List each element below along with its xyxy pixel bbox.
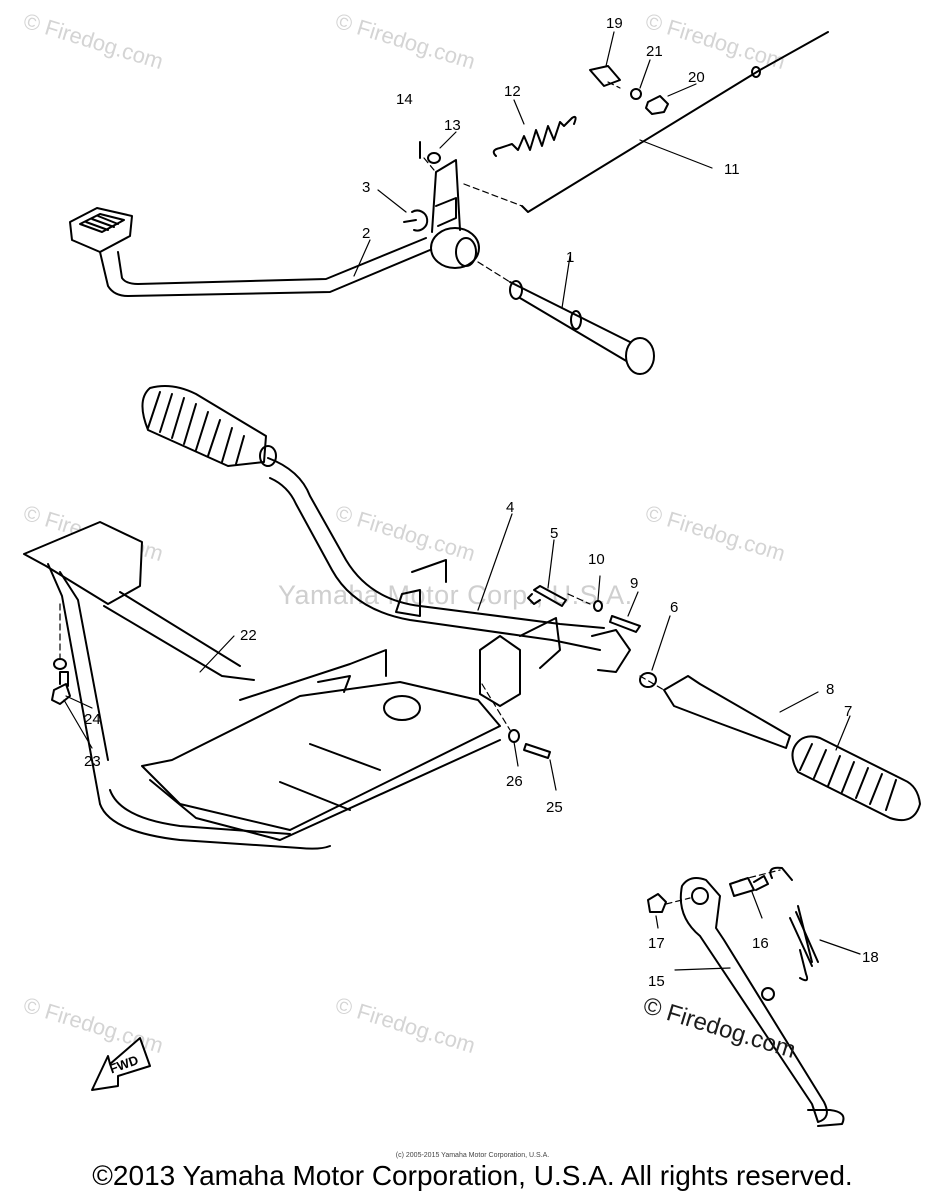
engine-guard	[23, 521, 501, 850]
e-clip	[403, 209, 429, 232]
brake-pedal-arm	[69, 159, 480, 297]
adjusting-nut	[645, 95, 669, 115]
footpeg-rubber-right	[791, 735, 921, 822]
washer	[593, 600, 603, 612]
callout-10: 10	[588, 551, 605, 568]
footpeg-rubber-left	[141, 385, 277, 467]
callout-15: 15	[648, 973, 665, 990]
center-watermark: Yamaha Motor Corp., U.S.A.	[278, 580, 633, 610]
washer	[639, 672, 657, 688]
callout-12: 12	[504, 83, 521, 100]
footrest-bracket	[663, 675, 791, 749]
pivot-shaft	[509, 280, 655, 375]
callout-9: 9	[630, 575, 638, 592]
callout-19: 19	[606, 15, 623, 32]
callout-8: 8	[826, 681, 834, 698]
bolt	[523, 743, 551, 759]
callout-16: 16	[752, 935, 769, 952]
callout-13: 13	[444, 117, 461, 134]
callout-22: 22	[240, 627, 257, 644]
callout-14: 14	[396, 91, 413, 108]
sidestand-spring	[769, 866, 819, 982]
callout-20: 20	[688, 69, 705, 86]
callout-1: 1	[566, 249, 574, 266]
callout-4: 4	[506, 499, 514, 516]
callout-5: 5	[550, 525, 558, 542]
washer	[508, 729, 520, 743]
pivot-bolt	[729, 875, 769, 897]
bolt	[609, 615, 641, 633]
rod-joint	[589, 65, 621, 87]
copyright-footer: ©2013 Yamaha Motor Corporation, U.S.A. A…	[92, 1160, 853, 1191]
bolt	[51, 671, 71, 705]
sidestand	[679, 877, 845, 1127]
callout-24: 24	[84, 711, 101, 728]
nut	[647, 893, 667, 913]
callout-26: 26	[506, 773, 523, 790]
callout-7: 7	[844, 703, 852, 720]
washer	[427, 152, 441, 164]
footrest-bar	[267, 457, 631, 707]
callout-6: 6	[670, 599, 678, 616]
callout-3: 3	[362, 179, 370, 196]
bolt	[527, 585, 567, 607]
washer	[53, 658, 67, 670]
fwd-arrow-icon	[91, 1037, 151, 1091]
callout-17: 17	[648, 935, 665, 952]
callout-18: 18	[862, 949, 879, 966]
spring-washer	[630, 88, 642, 100]
callout-23: 23	[84, 753, 101, 770]
callout-25: 25	[546, 799, 563, 816]
return-spring	[492, 115, 577, 157]
small-copyright: (c) 2005-2015 Yamaha Motor Corporation, …	[395, 1152, 550, 1159]
callout-2: 2	[362, 225, 370, 242]
callout-11: 11	[724, 161, 740, 178]
callout-21: 21	[646, 43, 663, 60]
